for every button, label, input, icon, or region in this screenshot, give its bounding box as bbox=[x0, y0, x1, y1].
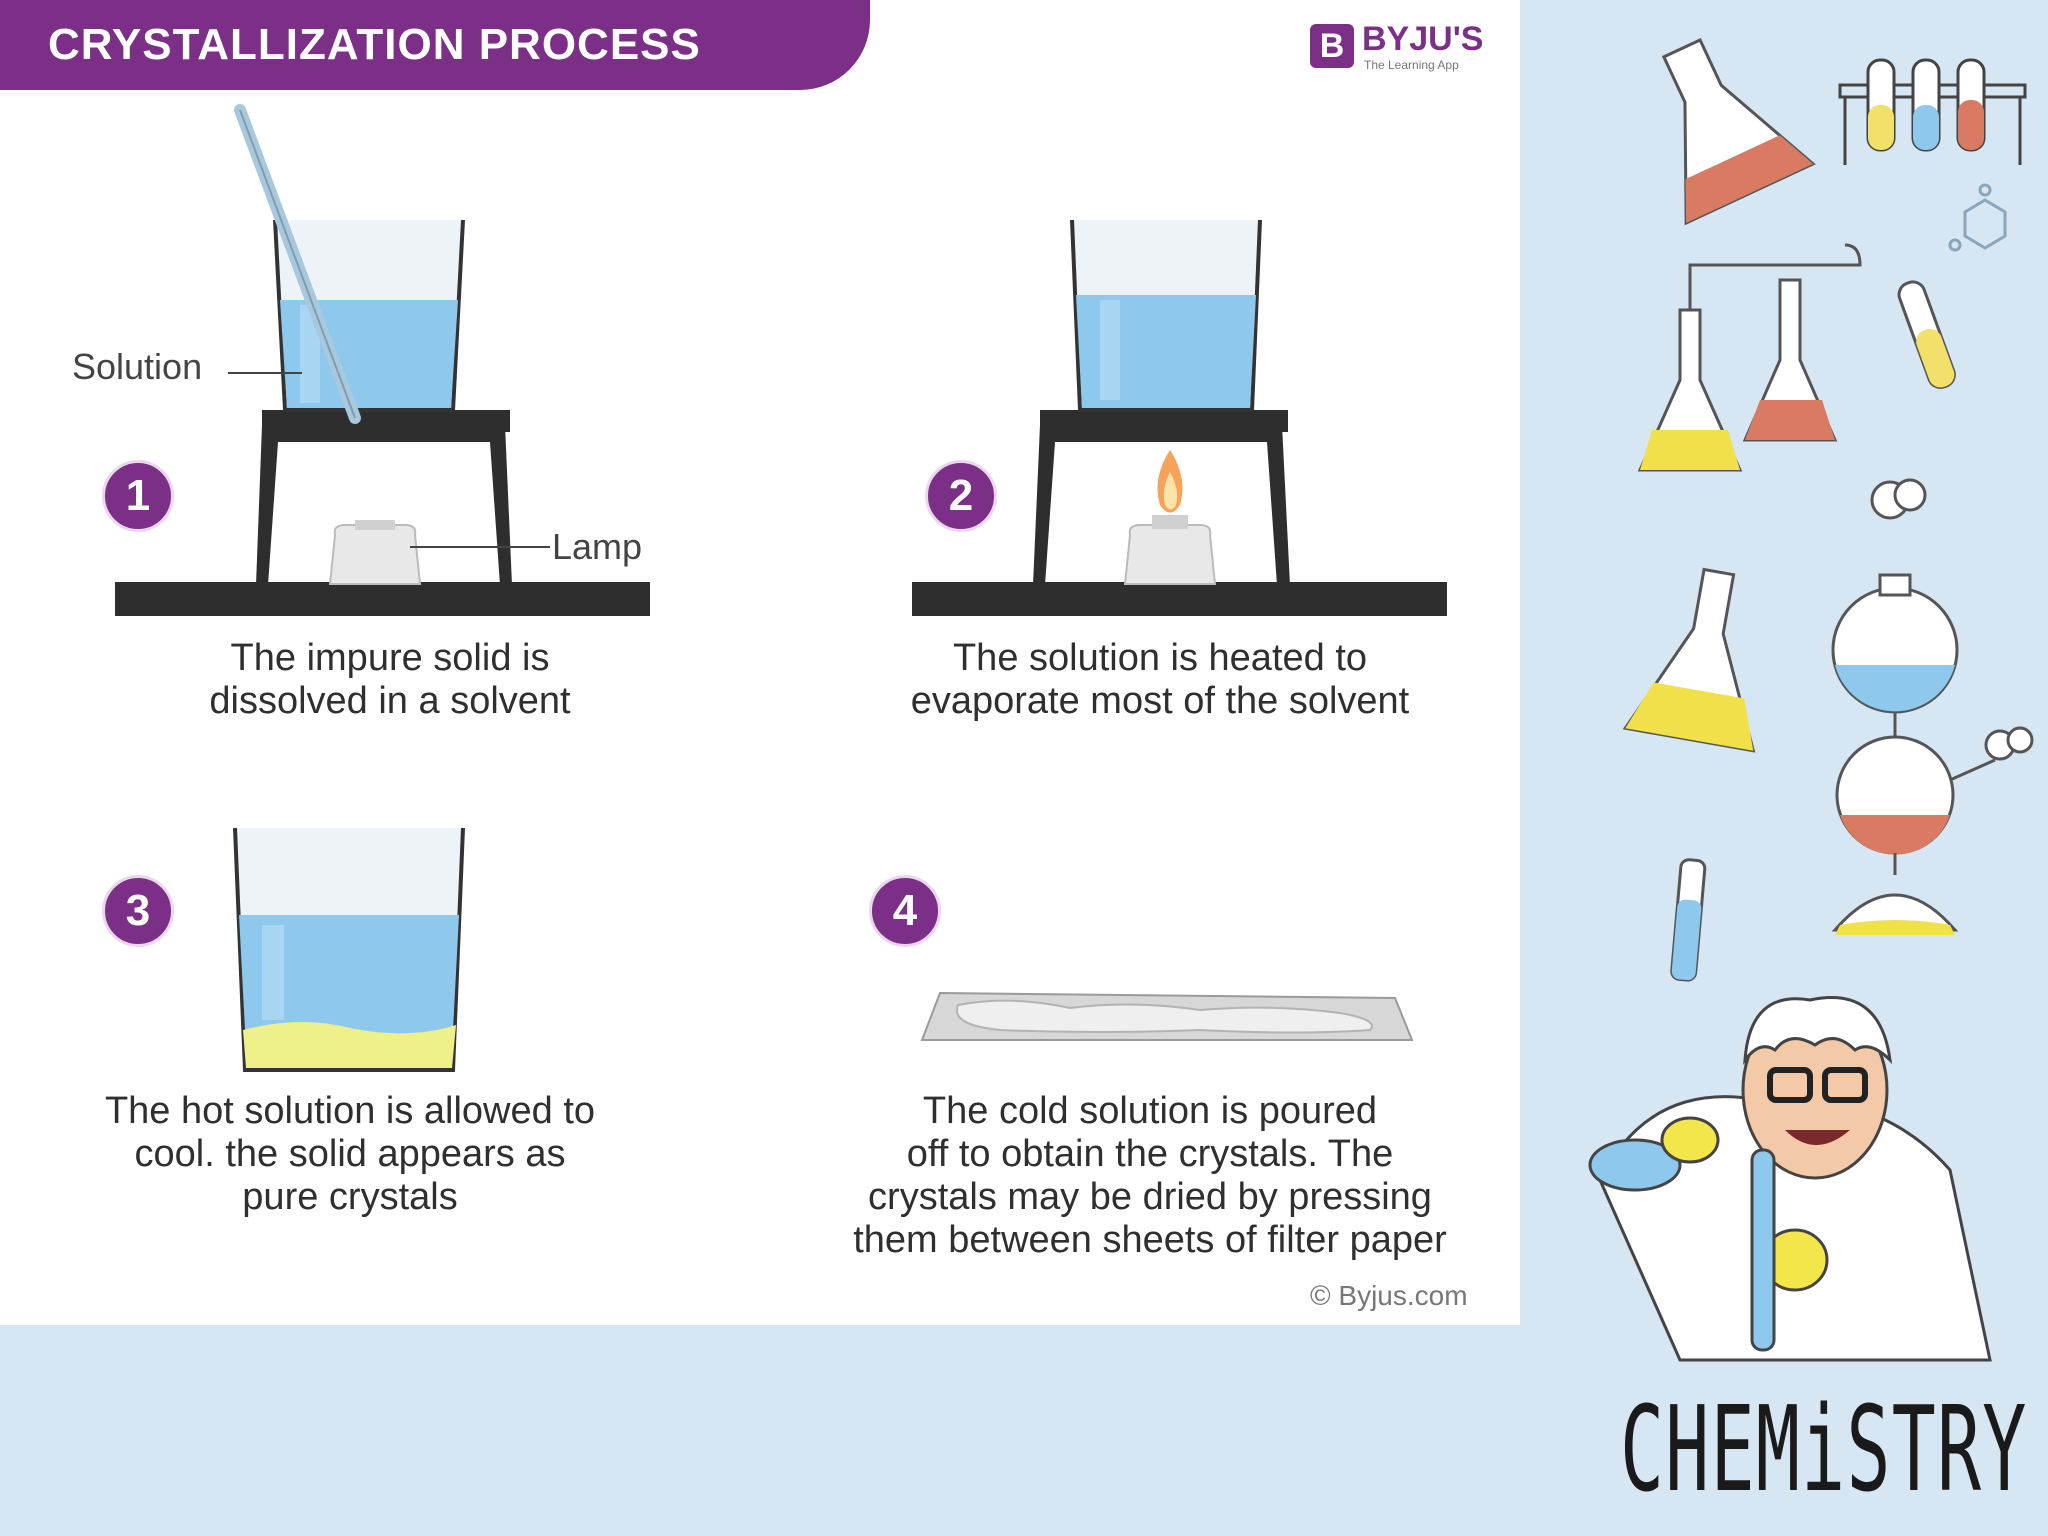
step4-apparatus bbox=[920, 991, 1414, 1041]
caption-line: The hot solution is allowed to bbox=[104, 1090, 596, 1132]
lamp bbox=[1123, 524, 1217, 585]
caption-line: The impure solid is bbox=[230, 637, 550, 679]
tripod-stand bbox=[256, 425, 512, 585]
step2-apparatus bbox=[912, 219, 1447, 616]
scientist-illustration bbox=[1588, 996, 1992, 1362]
tripod-stand bbox=[1033, 425, 1290, 585]
chemistry-word: CHEMiSTRY bbox=[1620, 1380, 2028, 1518]
base-plate bbox=[912, 582, 1447, 616]
caption-line: off to obtain the crystals. The bbox=[906, 1133, 1394, 1175]
step-2-caption: The solution is heated to evaporate most… bbox=[860, 637, 1460, 723]
step-4-caption: The cold solution is poured off to obtai… bbox=[790, 1090, 1510, 1262]
crystals bbox=[955, 999, 1373, 1034]
step-1-caption: The impure solid is dissolved in a solve… bbox=[90, 637, 690, 723]
byjus-logo: B BYJU'S The Learning App bbox=[1310, 20, 1510, 80]
step-2-badge: 2 bbox=[925, 460, 997, 532]
flask-icon bbox=[1661, 37, 1816, 226]
lamp bbox=[328, 524, 422, 585]
caption-line: dissolved in a solvent bbox=[209, 680, 571, 722]
connected-flasks-icon bbox=[1637, 243, 1862, 472]
test-tube-icon bbox=[1897, 280, 1956, 389]
caption-line: The cold solution is poured bbox=[922, 1090, 1378, 1132]
diagram-panel: CRYSTALLIZATION PROCESS B BYJU'S The Lea… bbox=[0, 0, 1520, 1325]
step-4-badge: 4 bbox=[869, 875, 941, 947]
caption-line: evaporate most of the solvent bbox=[910, 680, 1410, 722]
stirring-rod bbox=[234, 104, 361, 424]
step-1-badge: 1 bbox=[102, 460, 174, 532]
base-plate bbox=[115, 582, 650, 616]
caption-line: them between sheets of filter paper bbox=[853, 1219, 1447, 1261]
solution-label: Solution bbox=[72, 346, 203, 387]
title-banner: CRYSTALLIZATION PROCESS bbox=[0, 0, 870, 90]
lamp-label: Lamp bbox=[552, 526, 643, 567]
copyright-text: © Byjus.com bbox=[1310, 1280, 1468, 1311]
smoke-icon bbox=[1870, 478, 2034, 761]
solution-liquid bbox=[1076, 295, 1256, 408]
process-illustrations bbox=[115, 104, 1447, 1072]
logo-mark: B bbox=[1310, 24, 1354, 68]
distillation-apparatus-icon bbox=[1831, 573, 1996, 935]
step-3-badge: 3 bbox=[102, 875, 174, 947]
step3-apparatus bbox=[233, 827, 465, 1072]
step1-apparatus bbox=[115, 104, 650, 616]
logo-tagline: The Learning App bbox=[1364, 58, 1459, 72]
yellow-flask-icon bbox=[1622, 567, 1756, 753]
graduated-cylinder-icon bbox=[1670, 858, 1707, 982]
caption-line: crystals may be dried by pressing bbox=[868, 1176, 1432, 1218]
step-3-caption: The hot solution is allowed to cool. the… bbox=[40, 1090, 660, 1219]
stand-top bbox=[1040, 410, 1288, 432]
stand-top bbox=[262, 410, 510, 432]
logo-name: BYJU'S bbox=[1362, 20, 1484, 58]
caption-line: The solution is heated to bbox=[952, 637, 1368, 679]
page-title: CRYSTALLIZATION PROCESS bbox=[48, 20, 701, 69]
crystals-layer bbox=[243, 1021, 456, 1068]
test-tube-rack-icon bbox=[1838, 58, 2027, 165]
caption-line: pure crystals bbox=[242, 1176, 458, 1218]
molecule-icon bbox=[1948, 183, 2007, 252]
caption-line: cool. the solid appears as bbox=[134, 1133, 566, 1175]
